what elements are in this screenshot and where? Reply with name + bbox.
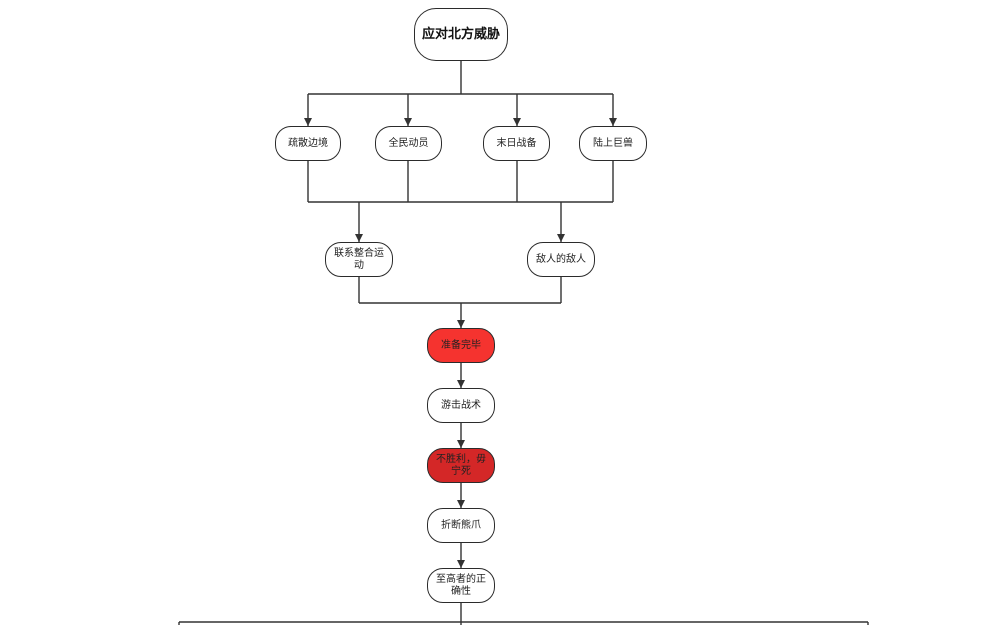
chain-node: 至高者的正确性 (427, 568, 495, 603)
level1-node-label: 陆上巨兽 (593, 137, 633, 149)
level1-node-label: 全民动员 (388, 137, 429, 149)
level2-node-label: 联系整合运动 (334, 247, 384, 271)
root-node: 应对北方威胁 (414, 8, 508, 61)
level1-node: 末日战备 (483, 126, 550, 161)
chain-node-label: 至高者的正确性 (436, 573, 486, 597)
level1-node: 陆上巨兽 (579, 126, 647, 161)
root-node-label: 应对北方威胁 (421, 26, 500, 42)
chain-node-label: 折断熊爪 (441, 519, 481, 531)
chain-node-label: 不胜利，毋宁死 (436, 453, 486, 477)
level1-node-label: 末日战备 (496, 137, 537, 149)
level1-node: 全民动员 (375, 126, 442, 161)
level1-node-label: 疏散边境 (288, 137, 328, 149)
chain-node: 折断熊爪 (427, 508, 495, 543)
chain-node-label: 游击战术 (441, 399, 481, 411)
chain-node-highlighted: 不胜利，毋宁死 (427, 448, 495, 483)
level2-node-label: 敌人的敌人 (536, 253, 586, 265)
level2-node: 敌人的敌人 (527, 242, 595, 277)
level2-node: 联系整合运动 (325, 242, 393, 277)
chain-node-highlighted: 准备完毕 (427, 328, 495, 363)
chain-node: 游击战术 (427, 388, 495, 423)
level1-node: 疏散边境 (275, 126, 341, 161)
chain-node-label: 准备完毕 (441, 339, 481, 351)
